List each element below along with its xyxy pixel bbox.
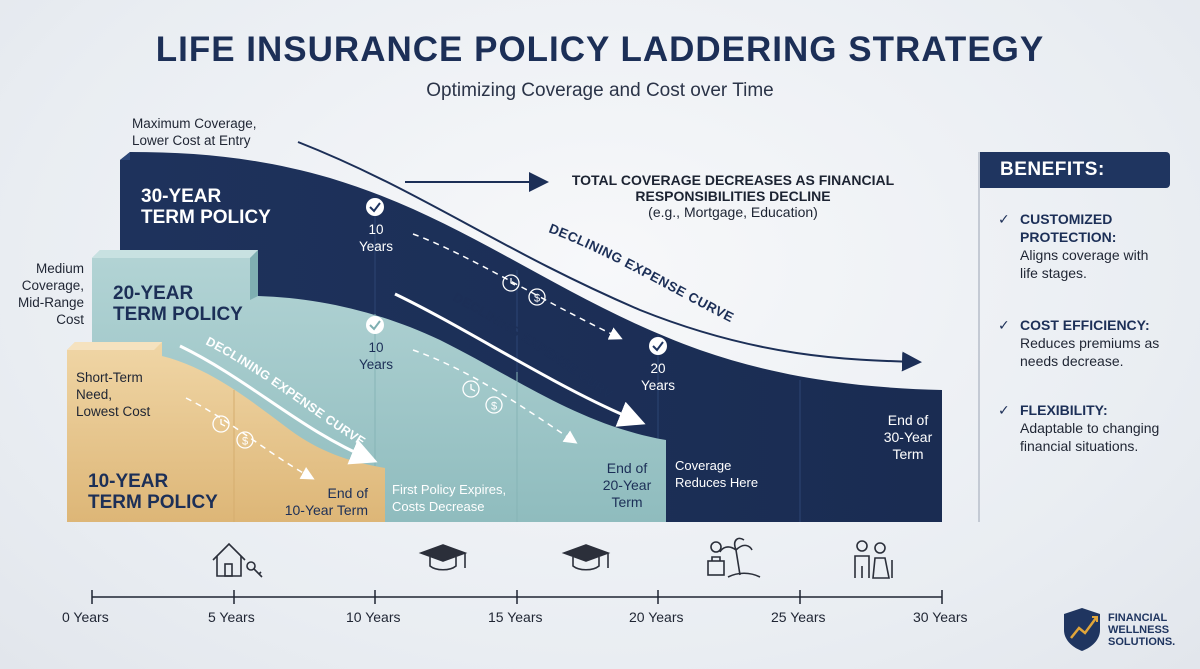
clock-icon [462, 380, 480, 398]
elderly-couple-icon [854, 540, 893, 579]
page-subtitle: Optimizing Coverage and Cost over Time [426, 80, 774, 101]
axis-label: 15 Years [488, 609, 543, 625]
axis-label: 10 Years [346, 609, 401, 625]
benefits-panel: BENEFITS: ✓ CUSTOMIZED PROTECTION:Aligns… [978, 152, 1170, 522]
check-circle-icon [649, 337, 667, 355]
axis-label: 30 Years [913, 609, 968, 625]
graduation-cap-icon [418, 544, 468, 571]
check-icon: ✓ [998, 211, 1010, 227]
axis-ticks [91, 590, 943, 604]
curve-arrow-10 [179, 344, 378, 465]
axis-label: 0 Years [62, 609, 109, 625]
house-key-icon [212, 542, 263, 578]
benefits-heading: BENEFITS: [980, 152, 1170, 188]
top-curve-arrow [297, 141, 922, 372]
curve-arrow-20 [394, 292, 646, 427]
axis-label: 25 Years [771, 609, 826, 625]
check-icon: ✓ [998, 317, 1010, 333]
check-circle-icon [366, 198, 384, 216]
benefit-item: ✓ COST EFFICIENCY:Reduces premiums as ne… [998, 317, 1160, 369]
shield-logo-icon [1064, 608, 1100, 651]
graduation-cap-icon [561, 544, 611, 571]
dollar-icon [236, 431, 254, 449]
svg-text:$: $ [534, 293, 540, 305]
dollar-icon [485, 396, 503, 414]
check-circle-icon [366, 316, 384, 334]
clock-icon [502, 274, 520, 292]
first-policy-note: First Policy Expires,Costs Decrease [392, 482, 507, 514]
axis-label: 5 Years [208, 609, 255, 625]
svg-text:$: $ [491, 401, 497, 413]
dollar-icon [528, 288, 546, 306]
clock-icon [212, 415, 230, 433]
max-coverage-note: Maximum Coverage,Lower Cost at Entry [132, 116, 257, 148]
retirement-palm-icon [707, 537, 761, 578]
total-decrease-note: TOTAL COVERAGE DECREASES AS FINANCIAL RE… [571, 172, 895, 220]
benefit-item: ✓ CUSTOMIZED PROTECTION:Aligns coverage … [998, 211, 1149, 281]
page-title: LIFE INSURANCE POLICY LADDERING STRATEGY [155, 30, 1045, 69]
axis-label: 20 Years [629, 609, 684, 625]
svg-text:$: $ [242, 436, 248, 448]
benefit-item: ✓ FLEXIBILITY:Adaptable to changing fina… [998, 402, 1160, 454]
check-icon: ✓ [998, 402, 1010, 418]
